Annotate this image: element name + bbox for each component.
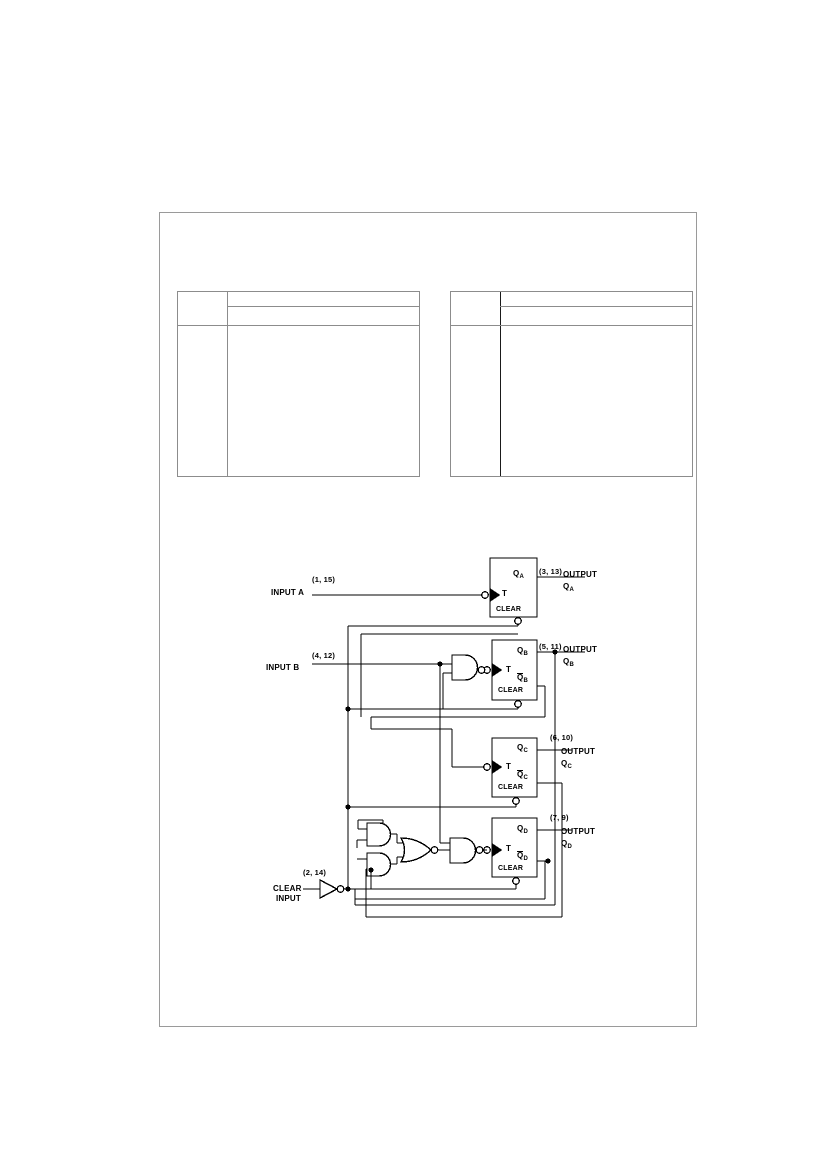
ff-a-clear-label: CLEAR xyxy=(496,606,522,613)
ff-c-qbar-label: QC xyxy=(517,770,528,781)
left-table-row-line-2 xyxy=(178,325,419,326)
document-frame xyxy=(159,212,697,1027)
output-qb-signal: QB xyxy=(563,657,574,668)
right-spec-table xyxy=(450,291,693,477)
ff-b-clear-label: CLEAR xyxy=(498,687,524,694)
left-spec-table xyxy=(177,291,420,477)
ff-a-q-label: QA xyxy=(513,569,524,580)
ff-d-qbar-label: QD xyxy=(517,851,528,862)
ff-b-q-label: QB xyxy=(517,646,528,657)
input-a-label: INPUT A xyxy=(271,588,305,597)
output-qb-pins: (5, 11) xyxy=(539,642,562,651)
ff-c-clear-label: CLEAR xyxy=(498,784,524,791)
output-qd-pins: (7, 9) xyxy=(550,813,569,822)
ff-c-t-label: T xyxy=(506,762,512,771)
ff-c-q-label: QC xyxy=(517,743,528,754)
input-b-pins: (4, 12) xyxy=(312,651,336,660)
output-qb-label: OUTPUT xyxy=(563,645,598,654)
ff-d-t-label: T xyxy=(506,844,512,853)
ff-d-q-label: QD xyxy=(517,824,528,835)
clear-input-pins: (2, 14) xyxy=(303,868,327,877)
right-table-row-line-2 xyxy=(451,325,692,326)
input-a-pins: (1, 15) xyxy=(312,575,336,584)
ff-d-clear-label: CLEAR xyxy=(498,865,524,872)
ff-b-t-label: T xyxy=(506,665,512,674)
output-qc-signal: QC xyxy=(561,759,572,770)
output-qc-pins: (6, 10) xyxy=(550,733,574,742)
right-table-row-line-1 xyxy=(500,306,692,307)
output-qd-signal: QD xyxy=(561,839,572,850)
right-table-column-divider xyxy=(500,292,501,476)
ff-b-qbar-label: QB xyxy=(517,673,528,684)
output-qc-label: OUTPUT xyxy=(561,747,596,756)
left-table-column-divider xyxy=(227,292,228,476)
output-qa-signal: QA xyxy=(563,582,574,593)
left-table-row-line-1 xyxy=(227,306,419,307)
clear-input-label-line2: INPUT xyxy=(276,894,301,903)
input-b-label: INPUT B xyxy=(266,663,300,672)
ff-a-t-label: T xyxy=(502,589,508,598)
output-qd-label: OUTPUT xyxy=(561,827,596,836)
clear-input-label-line1: CLEAR xyxy=(273,884,302,893)
output-qa-label: OUTPUT xyxy=(563,570,598,579)
output-qa-pins: (3, 13) xyxy=(539,567,563,576)
